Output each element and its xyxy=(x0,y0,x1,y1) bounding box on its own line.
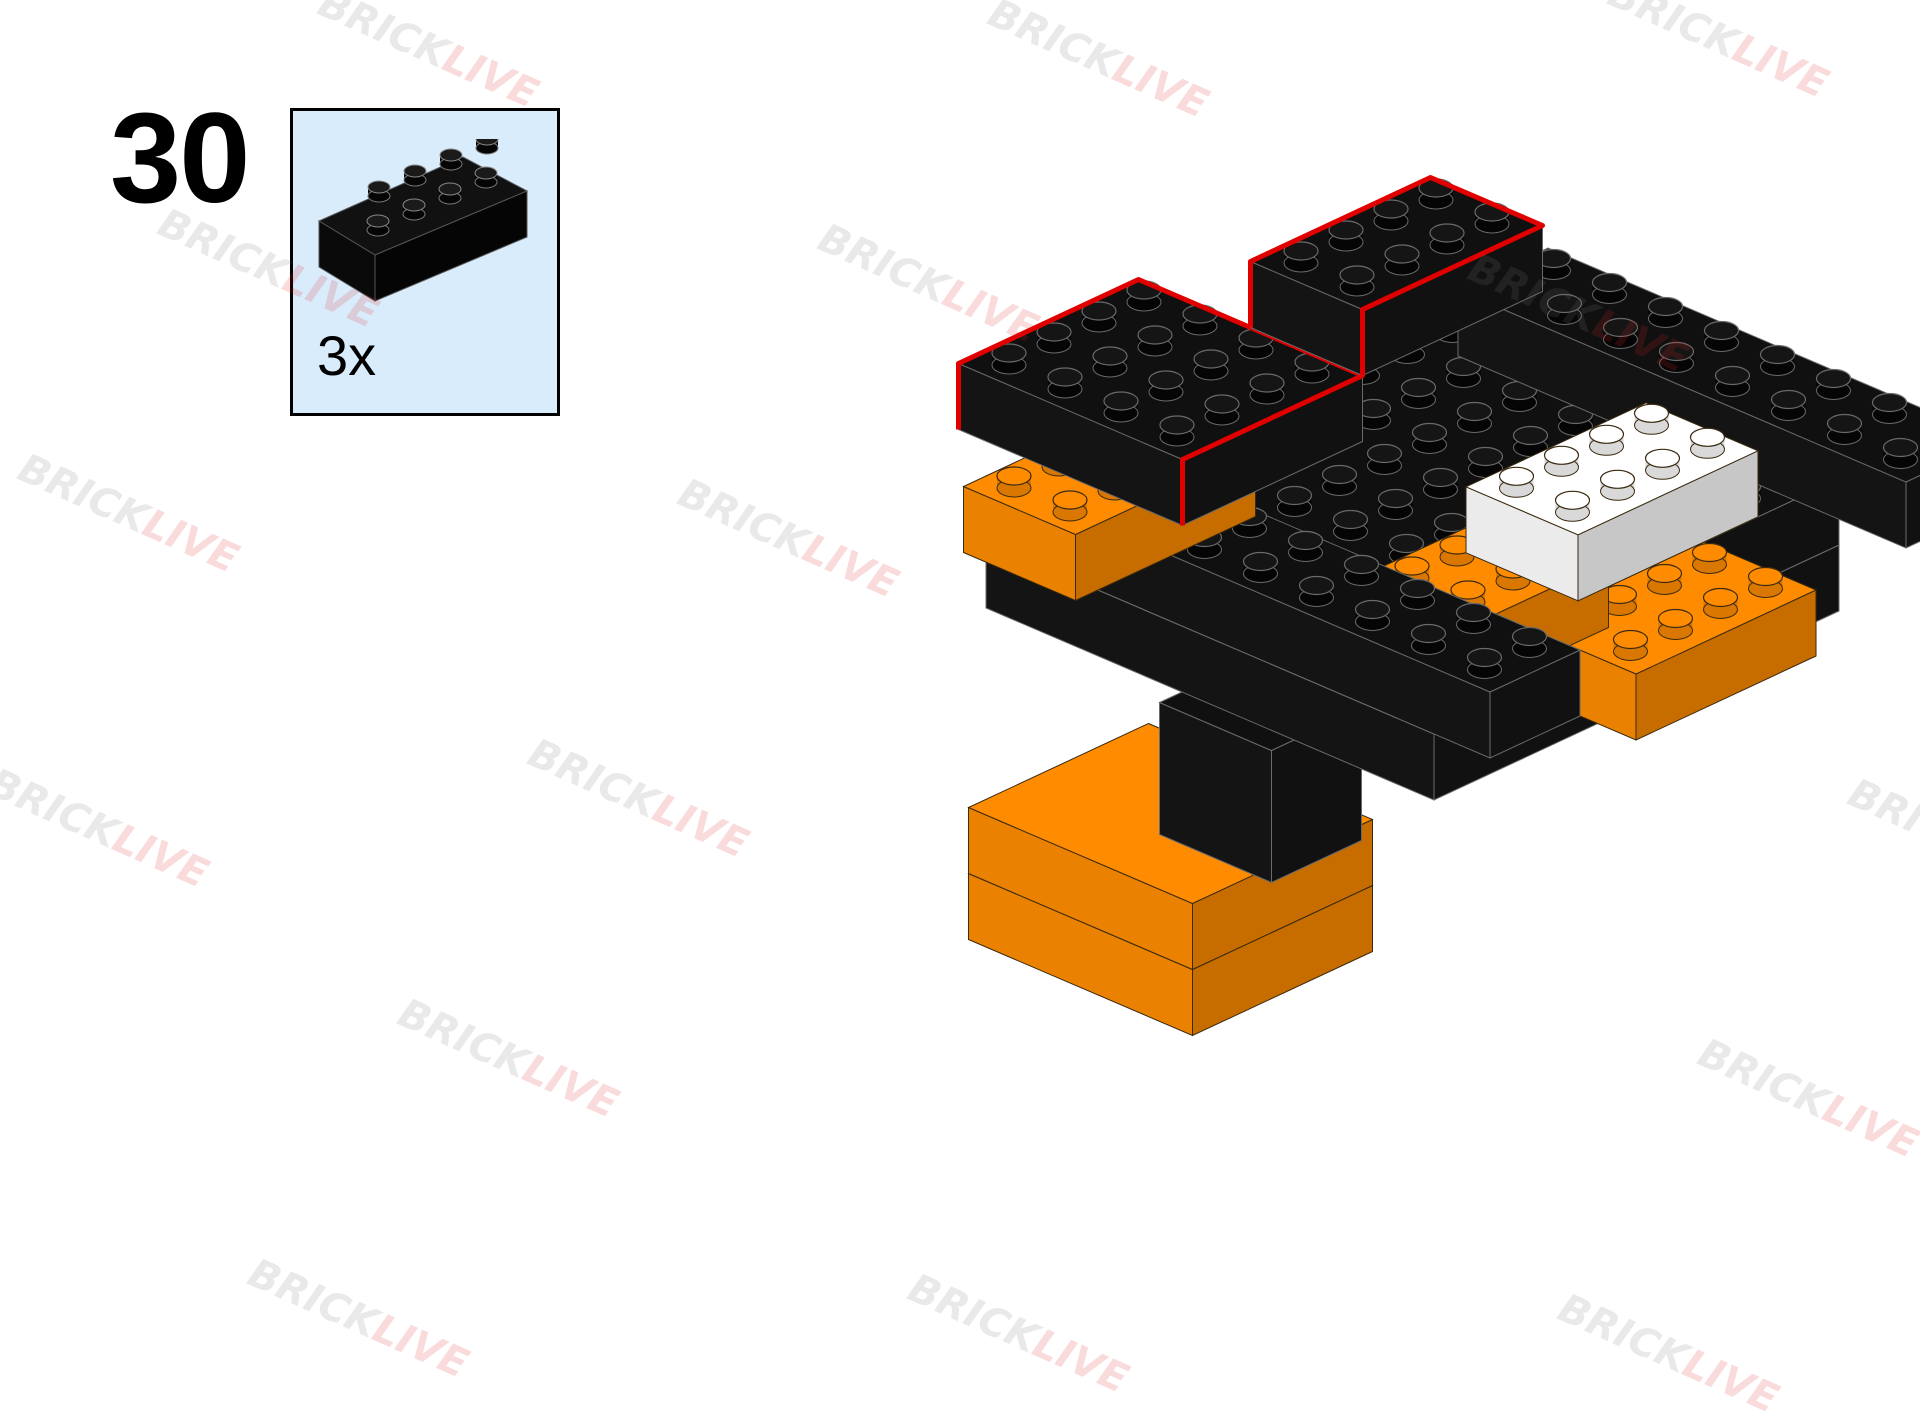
stud xyxy=(1612,629,1649,661)
stud xyxy=(1429,223,1465,255)
stud xyxy=(1339,265,1375,297)
stud xyxy=(1411,422,1448,454)
stud xyxy=(1137,325,1173,357)
new-part-outline xyxy=(956,277,1365,430)
stud xyxy=(1546,293,1583,325)
stud xyxy=(1399,578,1436,610)
stud xyxy=(1601,584,1638,616)
stud xyxy=(439,148,463,162)
stud xyxy=(1400,377,1437,409)
stud xyxy=(1557,404,1594,436)
stud xyxy=(1591,272,1628,304)
stud xyxy=(1249,373,1285,405)
stud xyxy=(1242,551,1279,583)
stud xyxy=(1599,469,1636,501)
stud xyxy=(1092,346,1128,378)
new-part-outline xyxy=(1248,175,1545,328)
stud xyxy=(1354,599,1391,631)
stud xyxy=(1644,448,1681,480)
stud xyxy=(1332,509,1369,541)
stud xyxy=(1343,554,1380,586)
stud xyxy=(1377,488,1414,520)
stud xyxy=(1204,394,1240,426)
stud xyxy=(1657,608,1694,640)
stud xyxy=(474,166,498,180)
stud xyxy=(1826,413,1863,445)
stud xyxy=(402,198,426,212)
new-black-2x4-brick xyxy=(956,277,1365,527)
stud xyxy=(1283,241,1319,273)
stud xyxy=(1276,485,1313,517)
stud xyxy=(1588,424,1625,456)
stud xyxy=(1647,296,1684,328)
white-brick xyxy=(1464,402,1760,602)
stud xyxy=(1747,566,1784,598)
stud xyxy=(438,182,462,196)
stud xyxy=(1287,530,1324,562)
stud xyxy=(1602,317,1639,349)
stud xyxy=(1543,445,1580,477)
new-black-2x4-brick xyxy=(1248,175,1545,377)
stud xyxy=(1702,587,1739,619)
stud xyxy=(1298,575,1335,607)
step-number: 30 xyxy=(110,87,250,230)
stud xyxy=(991,343,1027,375)
stud xyxy=(366,214,390,228)
stud xyxy=(1455,602,1492,634)
stud xyxy=(1512,425,1549,457)
stud xyxy=(1081,301,1117,333)
stud xyxy=(1103,391,1139,423)
stud xyxy=(1193,349,1229,381)
stud xyxy=(1384,244,1420,276)
stud xyxy=(1238,328,1274,360)
stud xyxy=(1047,367,1083,399)
black-2x4-brick-icon xyxy=(317,139,529,302)
assembly-model xyxy=(956,175,1920,1037)
stud xyxy=(1498,466,1535,498)
stud xyxy=(1511,626,1548,658)
stud xyxy=(475,139,499,146)
stud xyxy=(1554,490,1591,522)
stud xyxy=(403,164,427,178)
parts-callout: 3x xyxy=(290,108,560,416)
stud xyxy=(1703,320,1740,352)
stud xyxy=(1759,344,1796,376)
stud xyxy=(1466,647,1503,679)
stud xyxy=(1148,370,1184,402)
stud xyxy=(1882,437,1919,469)
stud xyxy=(1714,365,1751,397)
stud xyxy=(996,466,1032,498)
part-quantity: 3x xyxy=(317,324,377,387)
stud xyxy=(367,180,391,194)
stud xyxy=(1474,202,1510,234)
stud xyxy=(1328,220,1364,252)
stud xyxy=(1658,341,1695,373)
stud xyxy=(1646,563,1683,595)
stud xyxy=(1633,403,1670,435)
stud xyxy=(1036,322,1072,354)
stud xyxy=(1422,467,1459,499)
stud xyxy=(1159,415,1195,447)
stud xyxy=(1871,392,1908,424)
stud xyxy=(1689,427,1726,459)
stud xyxy=(1366,443,1403,475)
stud xyxy=(1770,389,1807,421)
stud xyxy=(1410,623,1447,655)
stud xyxy=(1355,398,1392,430)
stud xyxy=(1815,368,1852,400)
stud xyxy=(1456,401,1493,433)
stud xyxy=(1321,464,1358,496)
stud xyxy=(1445,356,1482,388)
stud xyxy=(1467,446,1504,478)
stud xyxy=(1052,490,1088,522)
stud xyxy=(1294,352,1330,384)
stud xyxy=(1373,199,1409,231)
stud xyxy=(1691,542,1728,574)
